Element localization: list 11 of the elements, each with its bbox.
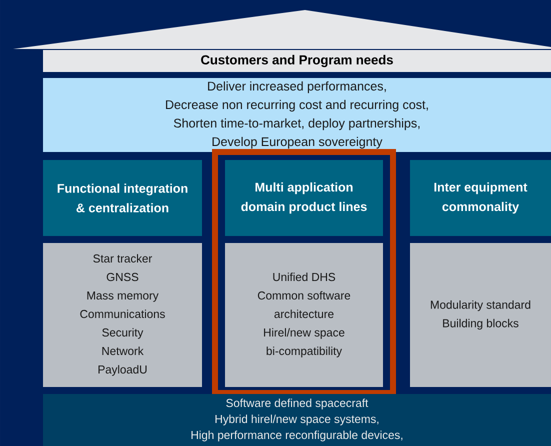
highlight-frame bbox=[212, 149, 396, 396]
pillar-header: Multi application domain product lines bbox=[225, 160, 383, 236]
needs-band: Deliver increased performances, Decrease non recurring cost and recurring cost, Shorten time-to-market, deploy partnerships, Develop European sovereignty bbox=[43, 78, 551, 152]
pillar-body: Modularity standard Building blocks bbox=[410, 243, 551, 387]
pillar-header: Inter equipment commonality bbox=[410, 160, 551, 236]
pillar-header: Functional integration & centralization bbox=[43, 160, 202, 236]
foundation-band: Software defined spacecraft Hybrid hirel/new space systems, High performance reconfigurable devices, bbox=[43, 394, 551, 446]
pillar-body: Star tracker GNSS Mass memory Communications Security Network PayloadU bbox=[43, 243, 202, 387]
title-band: Customers and Program needs bbox=[43, 50, 551, 72]
node-label: Customers and Program needs bbox=[201, 54, 393, 68]
pillar-body: Unified DHS Common software architecture Hirel/new space bi-compatibility bbox=[225, 243, 383, 387]
